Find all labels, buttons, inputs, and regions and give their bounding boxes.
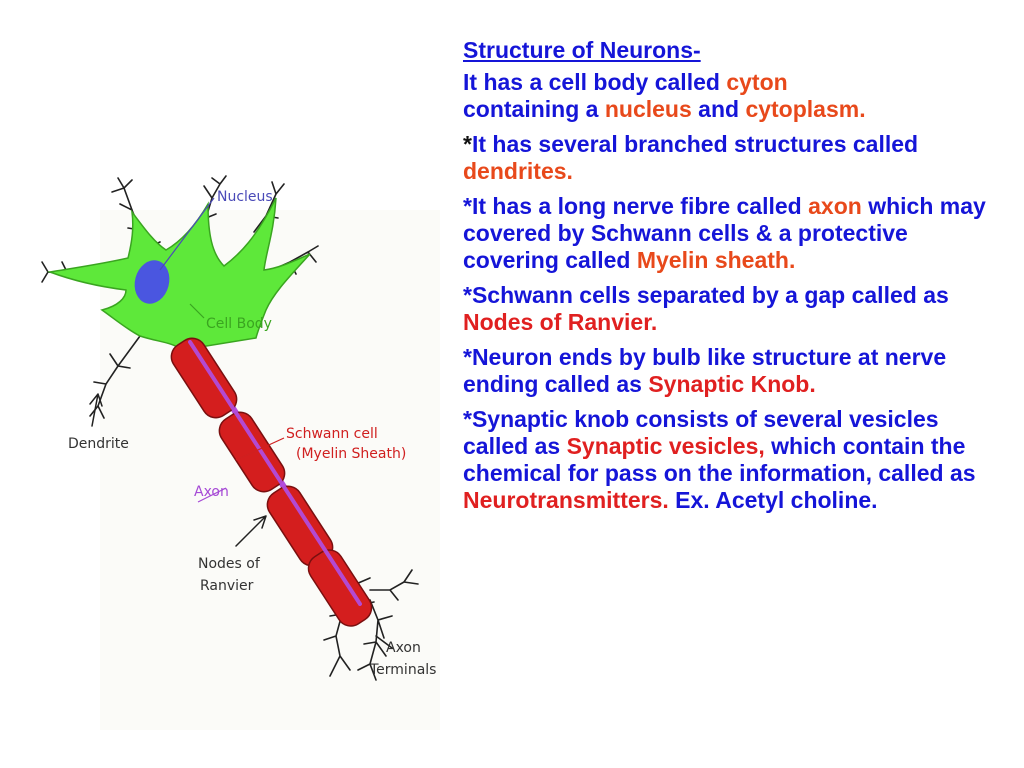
schwann-cell-1 <box>170 337 238 419</box>
terminals-arrow-icon <box>375 635 393 649</box>
axon-label: Axon <box>194 484 229 500</box>
pointer-lines <box>159 197 285 503</box>
myelin-sheath-label: (Myelin Sheath) <box>296 446 406 462</box>
note-synaptic-knob: *Neuron ends by bulb like structure at n… <box>463 344 1003 398</box>
note-text: *Schwann cells separated by a gap called… <box>463 282 949 308</box>
neuron-notes: Structure of Neurons- It has a cell body… <box>463 37 1003 522</box>
notes-title: Structure of Neurons- <box>463 37 701 63</box>
schwann-cell-label: Schwann cell <box>286 426 378 442</box>
note-text: and <box>691 96 746 122</box>
dendrite-label: Dendrite <box>68 436 129 452</box>
nucleus-label: Nucleus <box>217 189 273 205</box>
note-dendrites: *It has several branched structures call… <box>463 131 1003 185</box>
note-nodes: *Schwann cells separated by a gap called… <box>463 282 1003 336</box>
note-text: which contain the chemical for pass on t… <box>463 433 976 486</box>
note-text: It has a cell body called <box>463 69 727 95</box>
note-text: containing a <box>463 96 605 122</box>
term-nucleus: nucleus <box>604 96 692 122</box>
term-axon: axon <box>808 193 862 219</box>
note-text: *Neuron ends by bulb like structure at n… <box>463 344 947 397</box>
schwann-cell-2 <box>218 411 286 493</box>
nucleus <box>134 260 170 304</box>
note-cyton: It has a cell body called cyton containin… <box>463 69 1003 123</box>
note-text: It has several branched structures calle… <box>471 131 919 157</box>
axon-pointer <box>197 487 227 503</box>
schwann-cell-4 <box>307 549 373 627</box>
dendrite-arrow-icon <box>89 393 103 427</box>
bullet-asterisk: * <box>463 131 472 157</box>
terminals-label-line1: Axon <box>386 640 421 656</box>
note-vesicles: *Synaptic knob consists of several vesic… <box>463 406 1003 514</box>
cell-body-pointer <box>189 303 205 319</box>
neuron-diagram: Nucleus Cell Body Dendrite Schwann cell … <box>41 175 440 730</box>
nodes-arrow-icon <box>235 515 267 547</box>
note-text: *It has a long nerve fibre called <box>463 193 809 219</box>
arrows <box>89 393 393 649</box>
term-cytoplasm: cytoplasm. <box>745 96 866 122</box>
term-dendrites: dendrites. <box>463 158 573 184</box>
term-nodes-of-ranvier: Nodes of Ranvier. <box>463 309 658 335</box>
cell-body-label: Cell Body <box>206 316 272 332</box>
terminals-label-line2: Terminals <box>369 662 436 678</box>
note-text: which may covered by Schwann cells & a p… <box>463 193 986 273</box>
nodes-label-line1: Nodes of <box>198 556 261 572</box>
cell-body <box>47 197 311 351</box>
note-text: *Synaptic knob consists of several vesic… <box>463 406 939 459</box>
note-axon: *It has a long nerve fibre called axon w… <box>463 193 1003 274</box>
term-neurotransmitters: Neurotransmitters. <box>463 487 669 513</box>
term-synaptic-knob: Synaptic Knob. <box>648 371 816 397</box>
note-text: Ex. Acetyl choline. <box>668 487 878 513</box>
schwann-pointer <box>235 437 285 461</box>
term-synaptic-vesicles: Synaptic vesicles, <box>566 433 765 459</box>
term-cyton: cyton <box>726 69 788 95</box>
nucleus-pointer <box>159 197 215 271</box>
term-myelin-sheath: Myelin sheath. <box>636 247 796 273</box>
myelin-sheath <box>170 337 373 627</box>
nodes-label-line2: Ranvier <box>200 578 254 594</box>
axon-core <box>188 340 362 606</box>
